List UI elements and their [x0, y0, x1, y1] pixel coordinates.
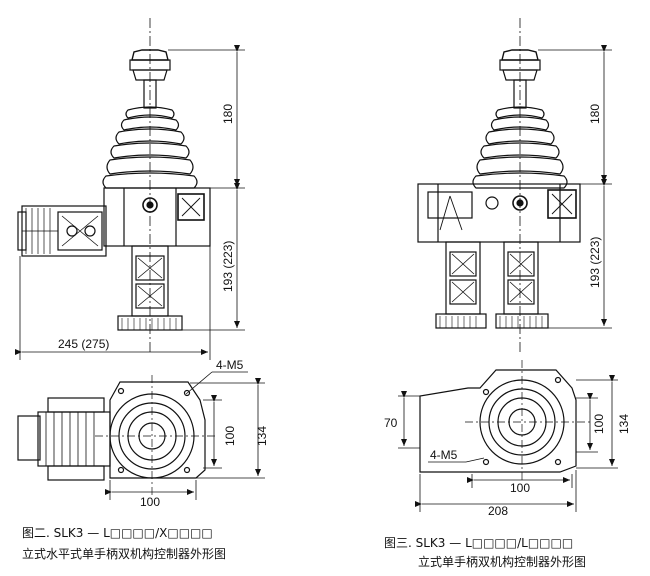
bottom-mechanism: [117, 245, 183, 331]
main-housing: [417, 183, 581, 243]
fig2-inner-height-label: 100: [223, 426, 237, 446]
figure2-caption-line1: 图二. SLK3 — L□□□□/X□□□□: [22, 526, 213, 540]
bottom-mechanism-left: [435, 241, 487, 329]
fig3-height-top-label: 180: [588, 104, 602, 124]
handle-knob: [499, 49, 541, 109]
fig2-hole-label: 4-M5: [216, 358, 244, 372]
figure3-caption-line1: 图三. SLK3 — L□□□□/L□□□□: [384, 536, 574, 550]
figure3-top-view: 70 100 134 4-M5 100 208: [384, 360, 631, 518]
fig3-inner-height-label: 100: [592, 414, 606, 434]
fig2-height-top-label: 180: [221, 104, 235, 124]
fig2-height-side-label: 193 (223): [221, 241, 235, 292]
fig3-outer-height-label: 134: [617, 414, 631, 434]
main-housing: [103, 187, 211, 247]
side-mechanism: [17, 205, 107, 257]
rubber-boot: [102, 106, 198, 189]
fig2-bottom-width-label: 100: [140, 495, 160, 509]
fig3-height-side-label: 193 (223): [588, 237, 602, 288]
fig3-hole-label: 4-M5: [430, 448, 458, 462]
rubber-boot: [472, 106, 568, 189]
fig3-outer-width-label: 208: [488, 504, 508, 518]
figure2-front-view: 180 193 (223) 245 (275): [15, 18, 245, 360]
fig3-left-height-label: 70: [384, 416, 398, 430]
fig2-outer-height-label: 134: [255, 426, 269, 446]
handle-knob: [129, 49, 171, 109]
bottom-mechanism-right: [495, 241, 549, 329]
fig3-inner-width-label: 100: [510, 481, 530, 495]
figure2-caption-line2: 立式水平式单手柄双机构控制器外形图: [22, 547, 227, 561]
fig2-width-total-label: 245 (275): [58, 337, 109, 351]
figure2-top-view: 4-M5 100 134 100: [17, 358, 269, 509]
figure2-dimensions: [15, 45, 245, 360]
figure3-caption-line2: 立式单手柄双机构控制器外形图: [418, 555, 587, 569]
figure3-dimensions: [538, 45, 612, 329]
figure3-front-view: 180 193 (223): [417, 18, 612, 355]
